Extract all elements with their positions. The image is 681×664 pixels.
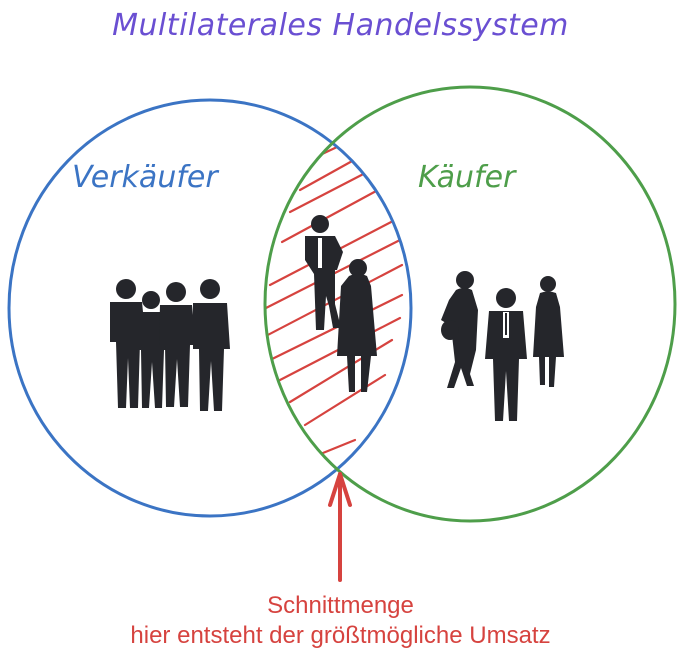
arrow-up-icon <box>328 472 352 582</box>
intersection-people-silhouette-icon <box>305 215 377 392</box>
buyer-group-silhouette-icon <box>441 271 564 421</box>
intersection-caption-title: Schnittmenge <box>267 592 414 619</box>
buyer-set-circle <box>263 85 677 523</box>
seller-set-circle <box>7 98 413 518</box>
seller-group-silhouette-icon <box>110 279 230 411</box>
seller-set-label: Verkäufer <box>72 160 218 195</box>
buyer-set-label: Käufer <box>418 160 516 195</box>
intersection-caption-description: hier entsteht der größtmögliche Umsatz <box>130 622 551 649</box>
diagram-title: Multilaterales Handelssystem <box>112 8 569 43</box>
